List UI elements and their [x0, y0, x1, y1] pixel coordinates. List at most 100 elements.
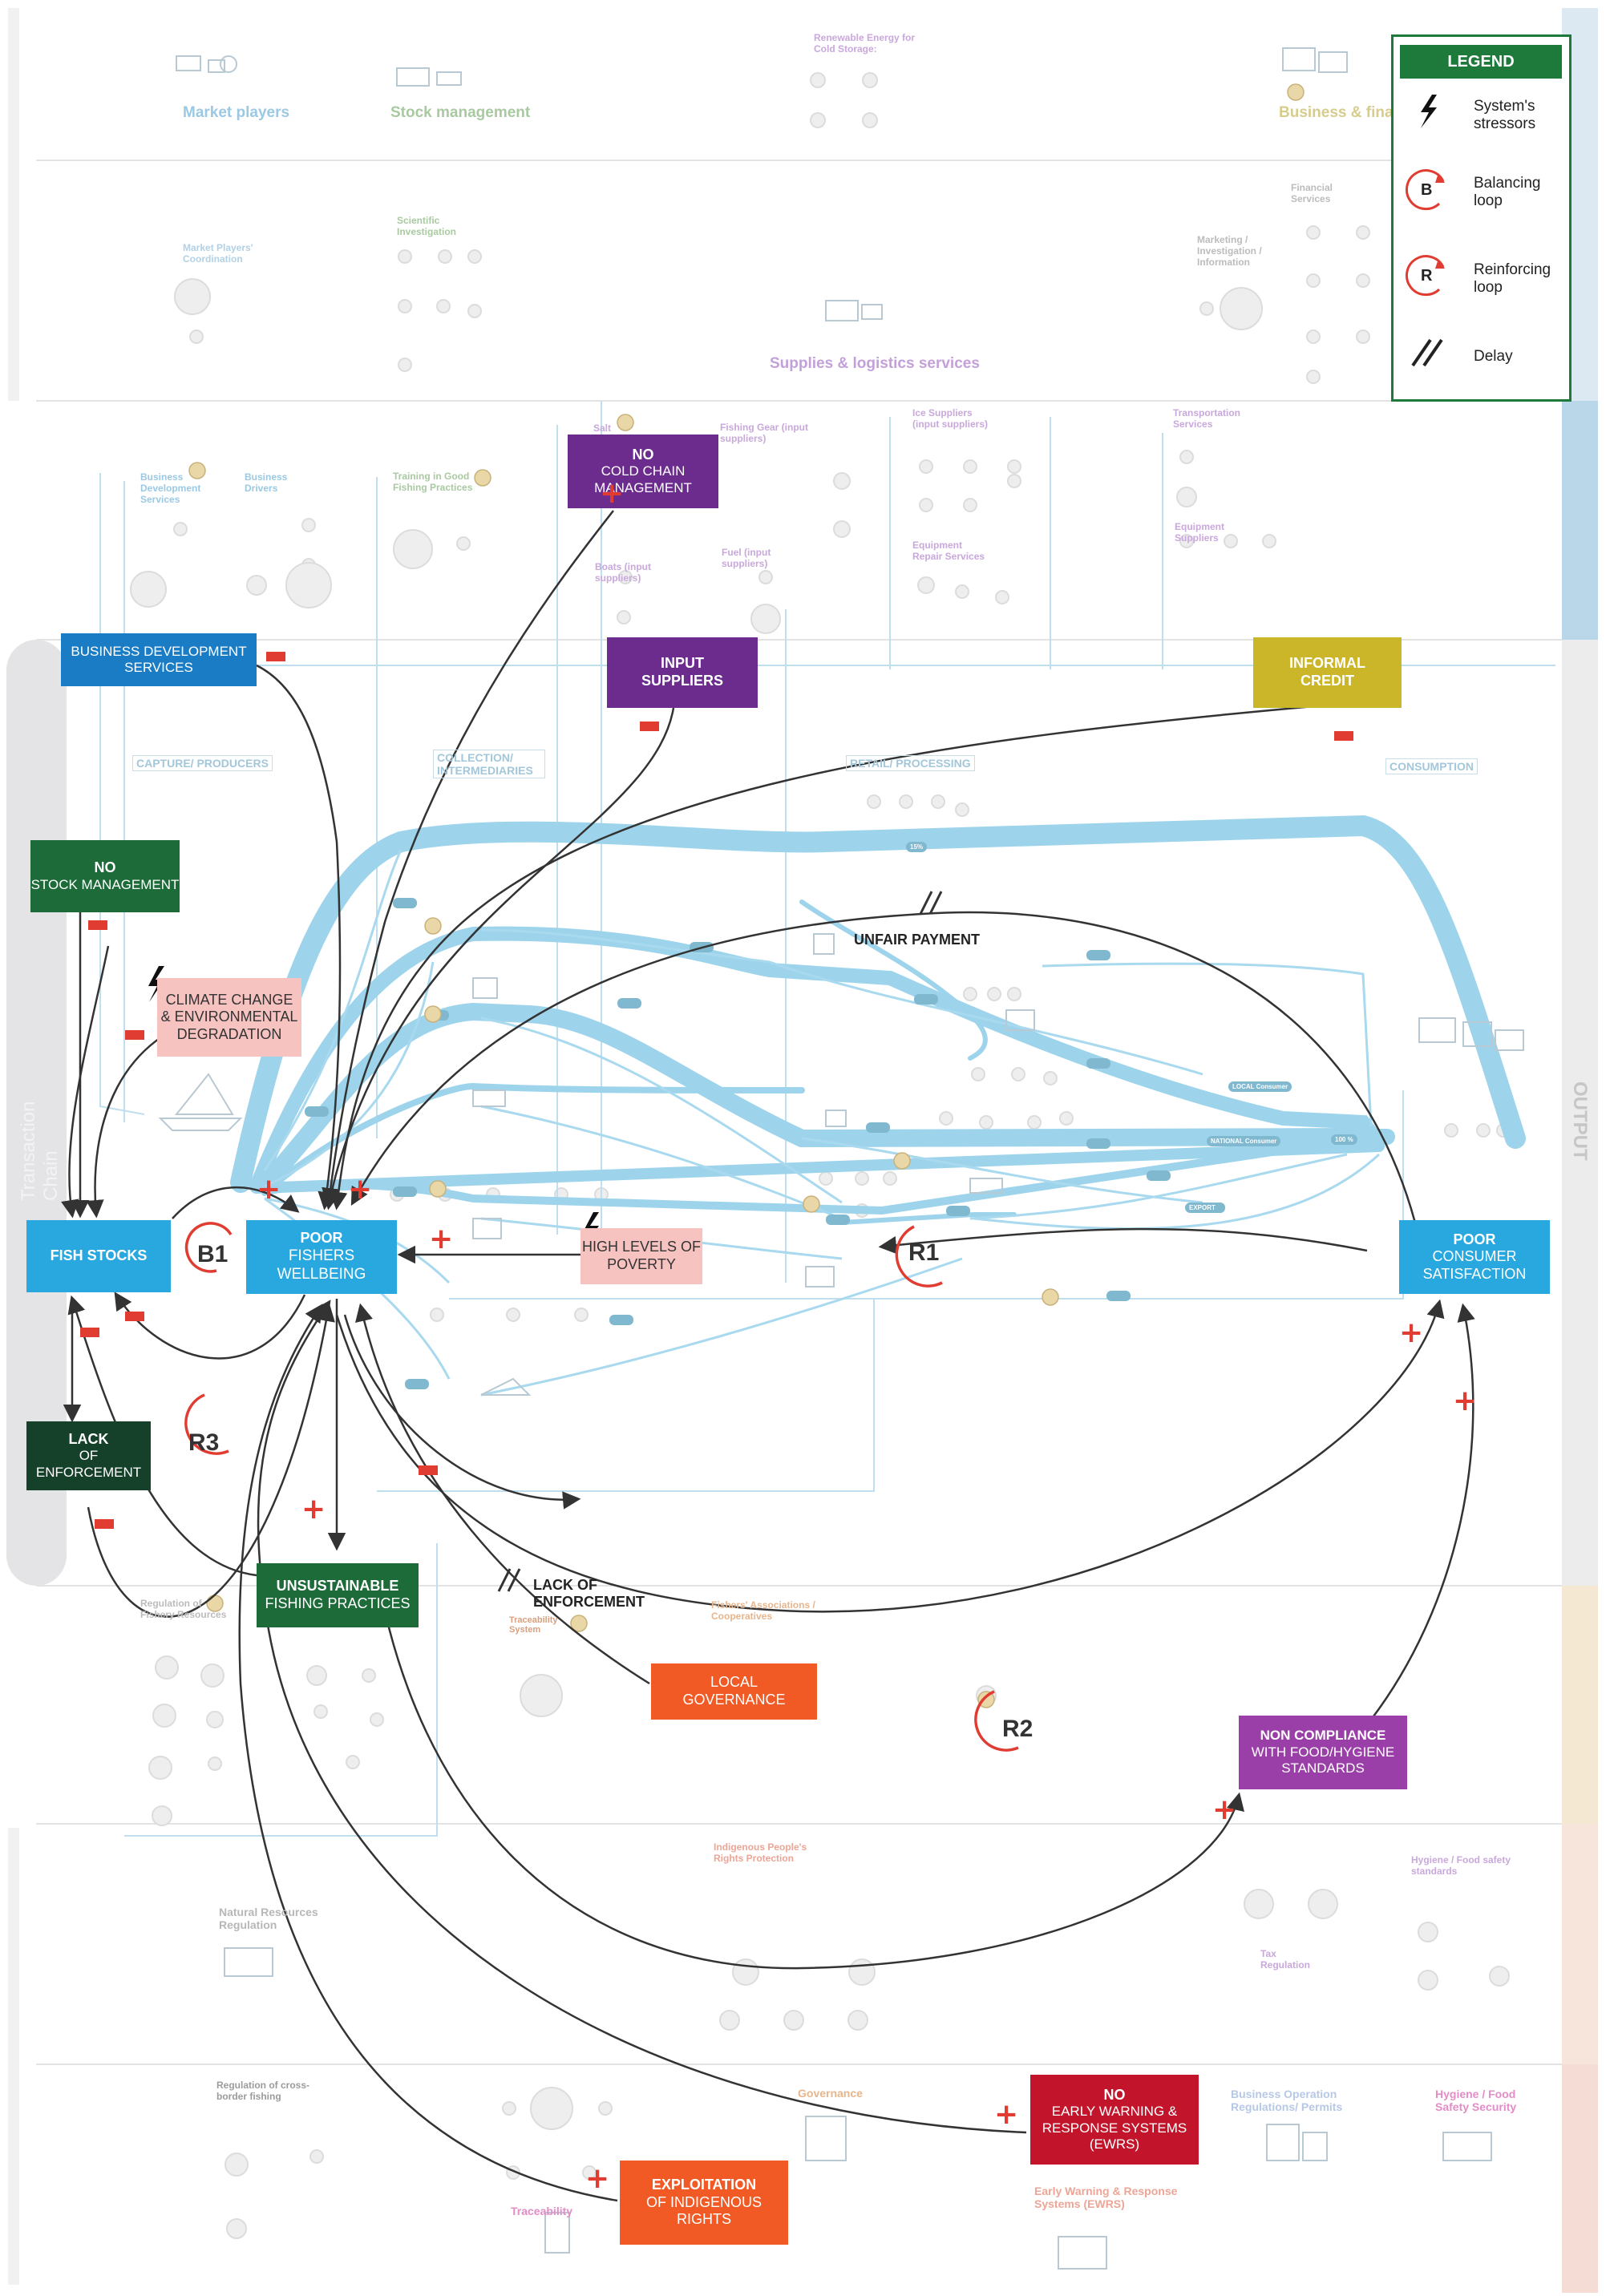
market-players-label: Market players	[183, 104, 290, 121]
node-exploitation-line1: EXPLOITATION	[651, 2177, 757, 2193]
arrow-fishers-to-poor-2	[343, 1314, 581, 1510]
lack-of-enforcement-label: LACK OF ENFORCEMENT	[533, 1577, 645, 1610]
plus-sign: +	[600, 477, 625, 510]
arrow-fishers-to-consumer	[335, 1299, 1445, 1613]
node-inputsuppliers-line1: INPUT	[661, 655, 704, 672]
loop-symbols	[184, 1222, 1019, 1752]
node-input-suppliers[interactable]: INPUT SUPPLIERS	[607, 637, 758, 708]
marketing-investigation-label: Marketing / Investigation / Information	[1197, 234, 1262, 268]
node-poverty-line2: POVERTY	[607, 1256, 676, 1272]
collection-label: COLLECTION/ INTERMEDIARIES	[433, 750, 545, 778]
financial-services-label: Financial Services	[1291, 182, 1333, 204]
node-unsustainable-line2: FISHING PRACTICES	[265, 1595, 411, 1611]
loop-r3-label: R3	[188, 1429, 220, 1456]
arrow-exploitation-to-fishers	[238, 1304, 618, 2202]
hygiene-standards-label: Hygiene / Food safety standards	[1411, 1854, 1511, 1877]
node-business-development-services[interactable]: BUSINESS DEVELOPMENT SERVICES	[61, 633, 257, 686]
legend-delay: Delay	[1474, 348, 1513, 365]
node-credit-line2: CREDIT	[1301, 673, 1354, 689]
percent-100-tag: 100 %	[1331, 1134, 1357, 1145]
node-localgov-line1: LOCAL	[710, 1674, 758, 1691]
arrow-noncompliance-to-consumer	[1370, 1303, 1475, 1720]
node-climate-line2: & ENVIRONMENTAL DEGRADATION	[160, 1009, 298, 1042]
indigenous-rights-label: Indigenous People's Rights Protection	[714, 1841, 807, 1864]
node-poor-fishers-wellbeing[interactable]: POOR FISHERS WELLBEING	[246, 1220, 397, 1294]
arrow-credit-to-fishers	[329, 704, 1324, 1211]
node-no-ewrs[interactable]: NO EARLY WARNING & RESPONSE SYSTEMS (EWR…	[1030, 2075, 1199, 2165]
market-coordination-label: Market Players' Coordination	[183, 242, 253, 265]
unfair-payment-label: UNFAIR PAYMENT	[854, 932, 981, 948]
fishing-gear-label: Fishing Gear (input suppliers)	[720, 422, 808, 444]
fuel-label: Fuel (input suppliers)	[722, 547, 771, 569]
minus-sign	[95, 1519, 114, 1529]
node-unsustainable-fishing[interactable]: UNSUSTAINABLE FISHING PRACTICES	[257, 1563, 419, 1627]
legend-stressors: System's stressors	[1474, 98, 1536, 132]
minus-sign	[266, 652, 285, 661]
node-credit-line1: INFORMAL	[1289, 655, 1365, 672]
ewrs-faint-label: Early Warning & Response Systems (EWRS)	[1034, 2185, 1178, 2210]
minus-sign	[80, 1328, 99, 1337]
node-consumer-line1: POOR	[1453, 1231, 1496, 1247]
node-enforcement-line2: OF ENFORCEMENT	[35, 1448, 142, 1480]
traceability-label: Traceability	[511, 2205, 573, 2217]
arrow-climate2-to-fishstocks	[61, 945, 110, 1219]
arrow-fishstocks-to-fishers	[172, 1186, 300, 1219]
node-coldchain-line2: COLD CHAIN MANAGEMENT	[594, 463, 692, 495]
node-exploitation-indigenous-rights[interactable]: EXPLOITATION OF INDIGENOUS RIGHTS	[620, 2161, 788, 2245]
output-label: OUTPUT	[1569, 1081, 1591, 1161]
bds-faint-label: Business Development Services	[140, 471, 201, 505]
node-informal-credit[interactable]: INFORMAL CREDIT	[1253, 637, 1402, 708]
delay-icon	[1411, 338, 1443, 367]
supplies-logistics-label: Supplies & logistics services	[770, 355, 980, 372]
minus-sign	[125, 1312, 144, 1321]
arrow-ewrs-to-fishers	[257, 1300, 1027, 2134]
node-fish-stocks[interactable]: FISH STOCKS	[26, 1220, 171, 1292]
fishers-associations-label: Fishers' Associations / Cooperatives	[711, 1599, 815, 1622]
node-poor-consumer-satisfaction[interactable]: POOR CONSUMER SATISFACTION	[1399, 1220, 1550, 1294]
balancing-loop-icon	[1405, 169, 1445, 211]
stock-management-label: Stock management	[390, 104, 531, 121]
renewable-energy-label: Renewable Energy for Cold Storage:	[814, 32, 916, 55]
node-nostock-line1: NO	[94, 859, 116, 875]
node-poverty-line1: HIGH LEVELS OF	[581, 1239, 702, 1255]
legend-title: LEGEND	[1400, 45, 1562, 79]
export-tag: EXPORT	[1185, 1203, 1220, 1213]
node-no-stock-management[interactable]: NO STOCK MANAGEMENT	[30, 840, 180, 912]
node-climate-change[interactable]: CLIMATE CHANGE & ENVIRONMENTAL DEGRADATI…	[157, 978, 301, 1057]
transaction-chain-label: Transaction Chain	[18, 1101, 62, 1202]
salt-label: Salt	[593, 422, 612, 434]
arrow-suppliers-to-fishers	[322, 707, 675, 1211]
node-non-compliance[interactable]: NON COMPLIANCE WITH FOOD/HYGIENE STANDAR…	[1239, 1716, 1407, 1789]
node-consumer-line2: CONSUMER SATISFACTION	[1422, 1248, 1527, 1282]
local-consumer-tag: LOCAL Consumer	[1228, 1081, 1292, 1092]
sketch-icons	[158, 47, 1524, 2270]
legend-panel: LEGEND System's stressors B Balancing lo…	[1391, 34, 1572, 402]
legend-r-symbol: R	[1421, 267, 1433, 285]
equipment-repair-label: Equipment Repair Services	[912, 540, 985, 562]
legend-balancing: Balancing loop	[1474, 175, 1541, 209]
node-bds-line1: BUSINESS DEVELOPMENT	[71, 643, 247, 659]
node-inputsuppliers-line2: SUPPLIERS	[641, 673, 724, 689]
plus-sign: +	[1453, 1384, 1478, 1417]
business-operation-label: Business Operation Regulations/ Permits	[1231, 2088, 1343, 2113]
node-lack-of-enforcement[interactable]: LACK OF ENFORCEMENT	[26, 1421, 151, 1490]
legend-b-symbol: B	[1421, 181, 1433, 199]
node-local-governance[interactable]: LOCAL GOVERNANCE	[651, 1663, 817, 1720]
boats-label: Boats (input suppliers)	[595, 561, 651, 584]
node-no-cold-chain[interactable]: NO COLD CHAIN MANAGEMENT	[568, 435, 718, 508]
node-coldchain-line1: NO	[632, 446, 654, 463]
node-ewrs-line1: NO	[1103, 2086, 1126, 2103]
node-fishers-line1: POOR	[300, 1230, 343, 1247]
plus-sign: +	[348, 1173, 373, 1206]
node-bds-line2: SERVICES	[124, 660, 193, 675]
node-nostock-line2: STOCK MANAGEMENT	[30, 876, 180, 892]
node-noncompliance-line2: WITH FOOD/HYGIENE STANDARDS	[1251, 1744, 1395, 1777]
minus-sign	[125, 1030, 144, 1040]
national-consumer-tag: NATIONAL Consumer	[1207, 1136, 1281, 1146]
node-high-poverty[interactable]: HIGH LEVELS OF POVERTY	[580, 1228, 702, 1284]
plus-sign: +	[257, 1173, 281, 1206]
arrow-bds-to-fishers	[256, 664, 342, 1211]
ice-suppliers-label: Ice Suppliers (input suppliers)	[912, 407, 988, 430]
plus-sign: +	[1212, 1793, 1237, 1826]
causal-arrows	[61, 510, 1475, 2202]
